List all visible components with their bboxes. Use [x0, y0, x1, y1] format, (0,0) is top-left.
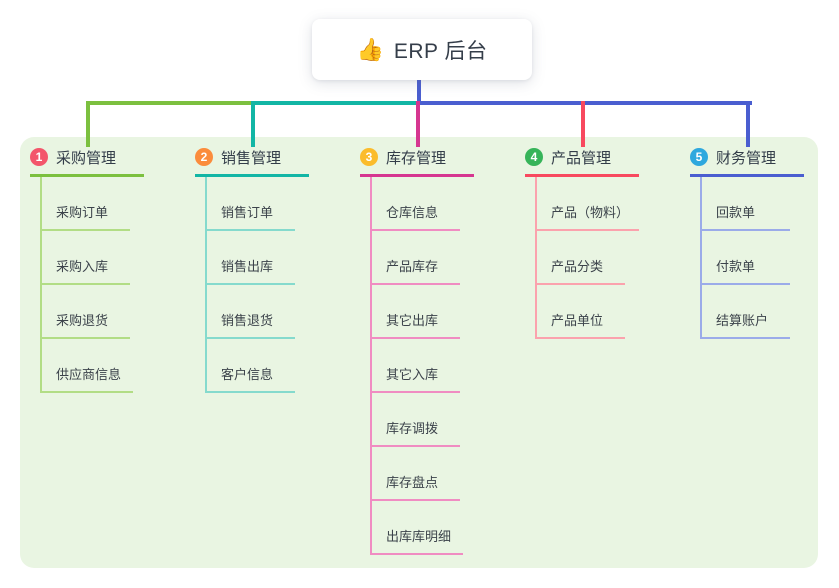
branch-header[interactable]: 4 产品管理 — [525, 146, 639, 177]
branch-label: 销售管理 — [221, 149, 282, 167]
connector-drop — [416, 101, 420, 147]
branch-children: 采购订单采购入库采购退货供应商信息 — [40, 177, 144, 393]
child-node[interactable]: 其它入库 — [372, 339, 474, 393]
branch-header[interactable]: 2 销售管理 — [195, 146, 309, 177]
branch-number-badge: 2 — [195, 148, 213, 166]
child-node[interactable]: 库存盘点 — [372, 447, 474, 501]
branch: 5 财务管理回款单付款单结算账户 — [690, 146, 804, 339]
child-label: 销售订单 — [207, 202, 295, 231]
connector-drop — [251, 101, 255, 147]
child-node[interactable]: 仓库信息 — [372, 177, 474, 231]
child-node[interactable]: 产品分类 — [537, 231, 639, 285]
child-node[interactable]: 销售出库 — [207, 231, 309, 285]
child-node[interactable]: 回款单 — [702, 177, 804, 231]
child-label: 产品单位 — [537, 310, 625, 339]
child-label: 销售退货 — [207, 310, 295, 339]
connector-drop — [746, 101, 750, 147]
child-node[interactable]: 客户信息 — [207, 339, 309, 393]
branch-number-badge: 4 — [525, 148, 543, 166]
branch-label: 采购管理 — [56, 149, 117, 167]
branch-label: 产品管理 — [551, 149, 612, 167]
child-node[interactable]: 供应商信息 — [42, 339, 144, 393]
child-node[interactable]: 销售订单 — [207, 177, 309, 231]
branch-number-badge: 3 — [360, 148, 378, 166]
child-label: 结算账户 — [702, 310, 790, 339]
child-node[interactable]: 结算账户 — [702, 285, 804, 339]
child-label: 库存盘点 — [372, 472, 460, 501]
child-label: 客户信息 — [207, 364, 295, 393]
child-label: 付款单 — [702, 256, 790, 285]
child-node[interactable]: 销售退货 — [207, 285, 309, 339]
child-node[interactable]: 其它出库 — [372, 285, 474, 339]
child-node[interactable]: 产品单位 — [537, 285, 639, 339]
child-label: 采购退货 — [42, 310, 130, 339]
child-node[interactable]: 采购入库 — [42, 231, 144, 285]
child-node[interactable]: 出库库明细 — [372, 501, 474, 555]
connector-root-line — [417, 78, 421, 105]
branch-children: 回款单付款单结算账户 — [700, 177, 804, 339]
branch-number-badge: 5 — [690, 148, 708, 166]
child-label: 产品库存 — [372, 256, 460, 285]
root-node[interactable]: 👍 ERP 后台 — [312, 19, 532, 80]
child-node[interactable]: 采购退货 — [42, 285, 144, 339]
child-label: 出库库明细 — [372, 526, 464, 555]
branch-header[interactable]: 3 库存管理 — [360, 146, 474, 177]
connector-horizontal — [251, 101, 420, 105]
child-label: 其它入库 — [372, 364, 460, 393]
child-label: 库存调拨 — [372, 418, 460, 447]
child-label: 供应商信息 — [42, 364, 134, 393]
child-node[interactable]: 采购订单 — [42, 177, 144, 231]
branch-label: 库存管理 — [386, 149, 447, 167]
child-label: 回款单 — [702, 202, 790, 231]
branch-children: 销售订单销售出库销售退货客户信息 — [205, 177, 309, 393]
thumbs-up-icon: 👍 — [356, 36, 384, 62]
branch: 1 采购管理采购订单采购入库采购退货供应商信息 — [30, 146, 144, 393]
child-label: 采购入库 — [42, 256, 130, 285]
child-node[interactable]: 付款单 — [702, 231, 804, 285]
branch-children: 产品（物料） 产品分类产品单位 — [535, 177, 639, 339]
child-node[interactable]: 产品库存 — [372, 231, 474, 285]
child-label: 采购订单 — [42, 202, 130, 231]
branch: 2 销售管理销售订单销售出库销售退货客户信息 — [195, 146, 309, 393]
child-label: 仓库信息 — [372, 202, 460, 231]
branch-children: 仓库信息产品库存其它出库其它入库库存调拨库存盘点出库库明细 — [370, 177, 474, 555]
connector-horizontal — [86, 101, 255, 105]
child-label: 销售出库 — [207, 256, 295, 285]
child-node[interactable]: 产品（物料） — [537, 177, 639, 231]
branch: 3 库存管理仓库信息产品库存其它出库其它入库库存调拨库存盘点出库库明细 — [360, 146, 474, 555]
branch-number-badge: 1 — [30, 148, 48, 166]
branch: 4 产品管理产品（物料） 产品分类产品单位 — [525, 146, 639, 339]
branches-panel — [20, 137, 818, 568]
connector-drop — [581, 101, 585, 147]
branch-label: 财务管理 — [716, 149, 777, 167]
child-label: 产品分类 — [537, 256, 625, 285]
child-label: 产品（物料） — [537, 202, 639, 231]
root-label: ERP 后台 — [393, 39, 488, 63]
branch-header[interactable]: 1 采购管理 — [30, 146, 144, 177]
child-node[interactable]: 库存调拨 — [372, 393, 474, 447]
child-label: 其它出库 — [372, 310, 460, 339]
branch-header[interactable]: 5 财务管理 — [690, 146, 804, 177]
connector-drop — [86, 101, 90, 147]
